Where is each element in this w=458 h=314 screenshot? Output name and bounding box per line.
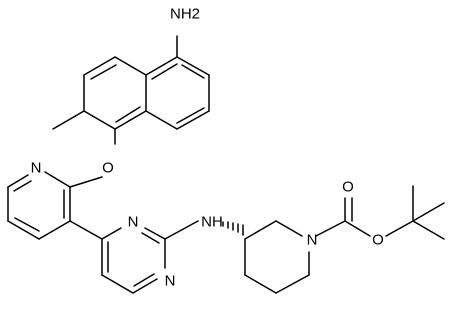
bond bbox=[52, 110, 85, 130]
atom-label-ether-o: O bbox=[102, 160, 114, 177]
pyrimidine-ring bbox=[101, 227, 166, 294]
bond bbox=[141, 232, 160, 244]
bond bbox=[38, 220, 71, 240]
bond bbox=[412, 202, 445, 222]
bond bbox=[244, 220, 277, 240]
bond bbox=[176, 110, 210, 130]
pyridine-ring bbox=[7, 171, 71, 240]
atom-label-nh-link: NH bbox=[201, 214, 223, 231]
atom-label-pyrimidine-n-upper: N bbox=[128, 214, 139, 231]
bond bbox=[145, 56, 178, 76]
bond bbox=[181, 64, 205, 79]
bond bbox=[83, 110, 116, 130]
bond bbox=[151, 63, 178, 80]
bond bbox=[7, 220, 40, 240]
atom-label-piperidine-n: N bbox=[307, 232, 318, 249]
atom-label-nh2: NH2 bbox=[170, 6, 200, 23]
bond bbox=[412, 220, 445, 240]
bond bbox=[244, 274, 277, 294]
stereo-wedge bbox=[222, 221, 244, 236]
bond bbox=[101, 274, 134, 294]
bond bbox=[7, 174, 29, 188]
bond bbox=[176, 107, 205, 124]
bond bbox=[315, 220, 346, 237]
bond bbox=[275, 274, 310, 294]
bond bbox=[13, 180, 32, 192]
bond bbox=[69, 220, 103, 240]
bond bbox=[132, 278, 158, 294]
bond bbox=[83, 56, 116, 76]
bond bbox=[145, 110, 178, 130]
bond bbox=[385, 220, 414, 237]
bond bbox=[14, 217, 40, 232]
bond bbox=[133, 273, 155, 287]
bond bbox=[114, 110, 147, 130]
bond bbox=[114, 56, 147, 76]
naphthalene-ring bbox=[52, 35, 210, 145]
bond bbox=[44, 171, 71, 188]
boc-group bbox=[315, 185, 445, 240]
bond bbox=[275, 220, 303, 237]
bond bbox=[90, 64, 117, 80]
bond bbox=[69, 176, 103, 188]
bond bbox=[115, 106, 141, 123]
bond bbox=[344, 220, 371, 237]
bond bbox=[101, 227, 122, 240]
atom-label-pyridine-n: N bbox=[31, 160, 42, 177]
bond bbox=[164, 220, 199, 240]
piperidine-ring bbox=[244, 220, 310, 294]
atom-label-ester-o: O bbox=[372, 232, 384, 249]
bond bbox=[144, 227, 166, 240]
atom-label-carbonyl-o: O bbox=[342, 179, 354, 196]
bond bbox=[176, 56, 210, 76]
atom-label-pyrimidine-n-lower: N bbox=[165, 273, 176, 290]
